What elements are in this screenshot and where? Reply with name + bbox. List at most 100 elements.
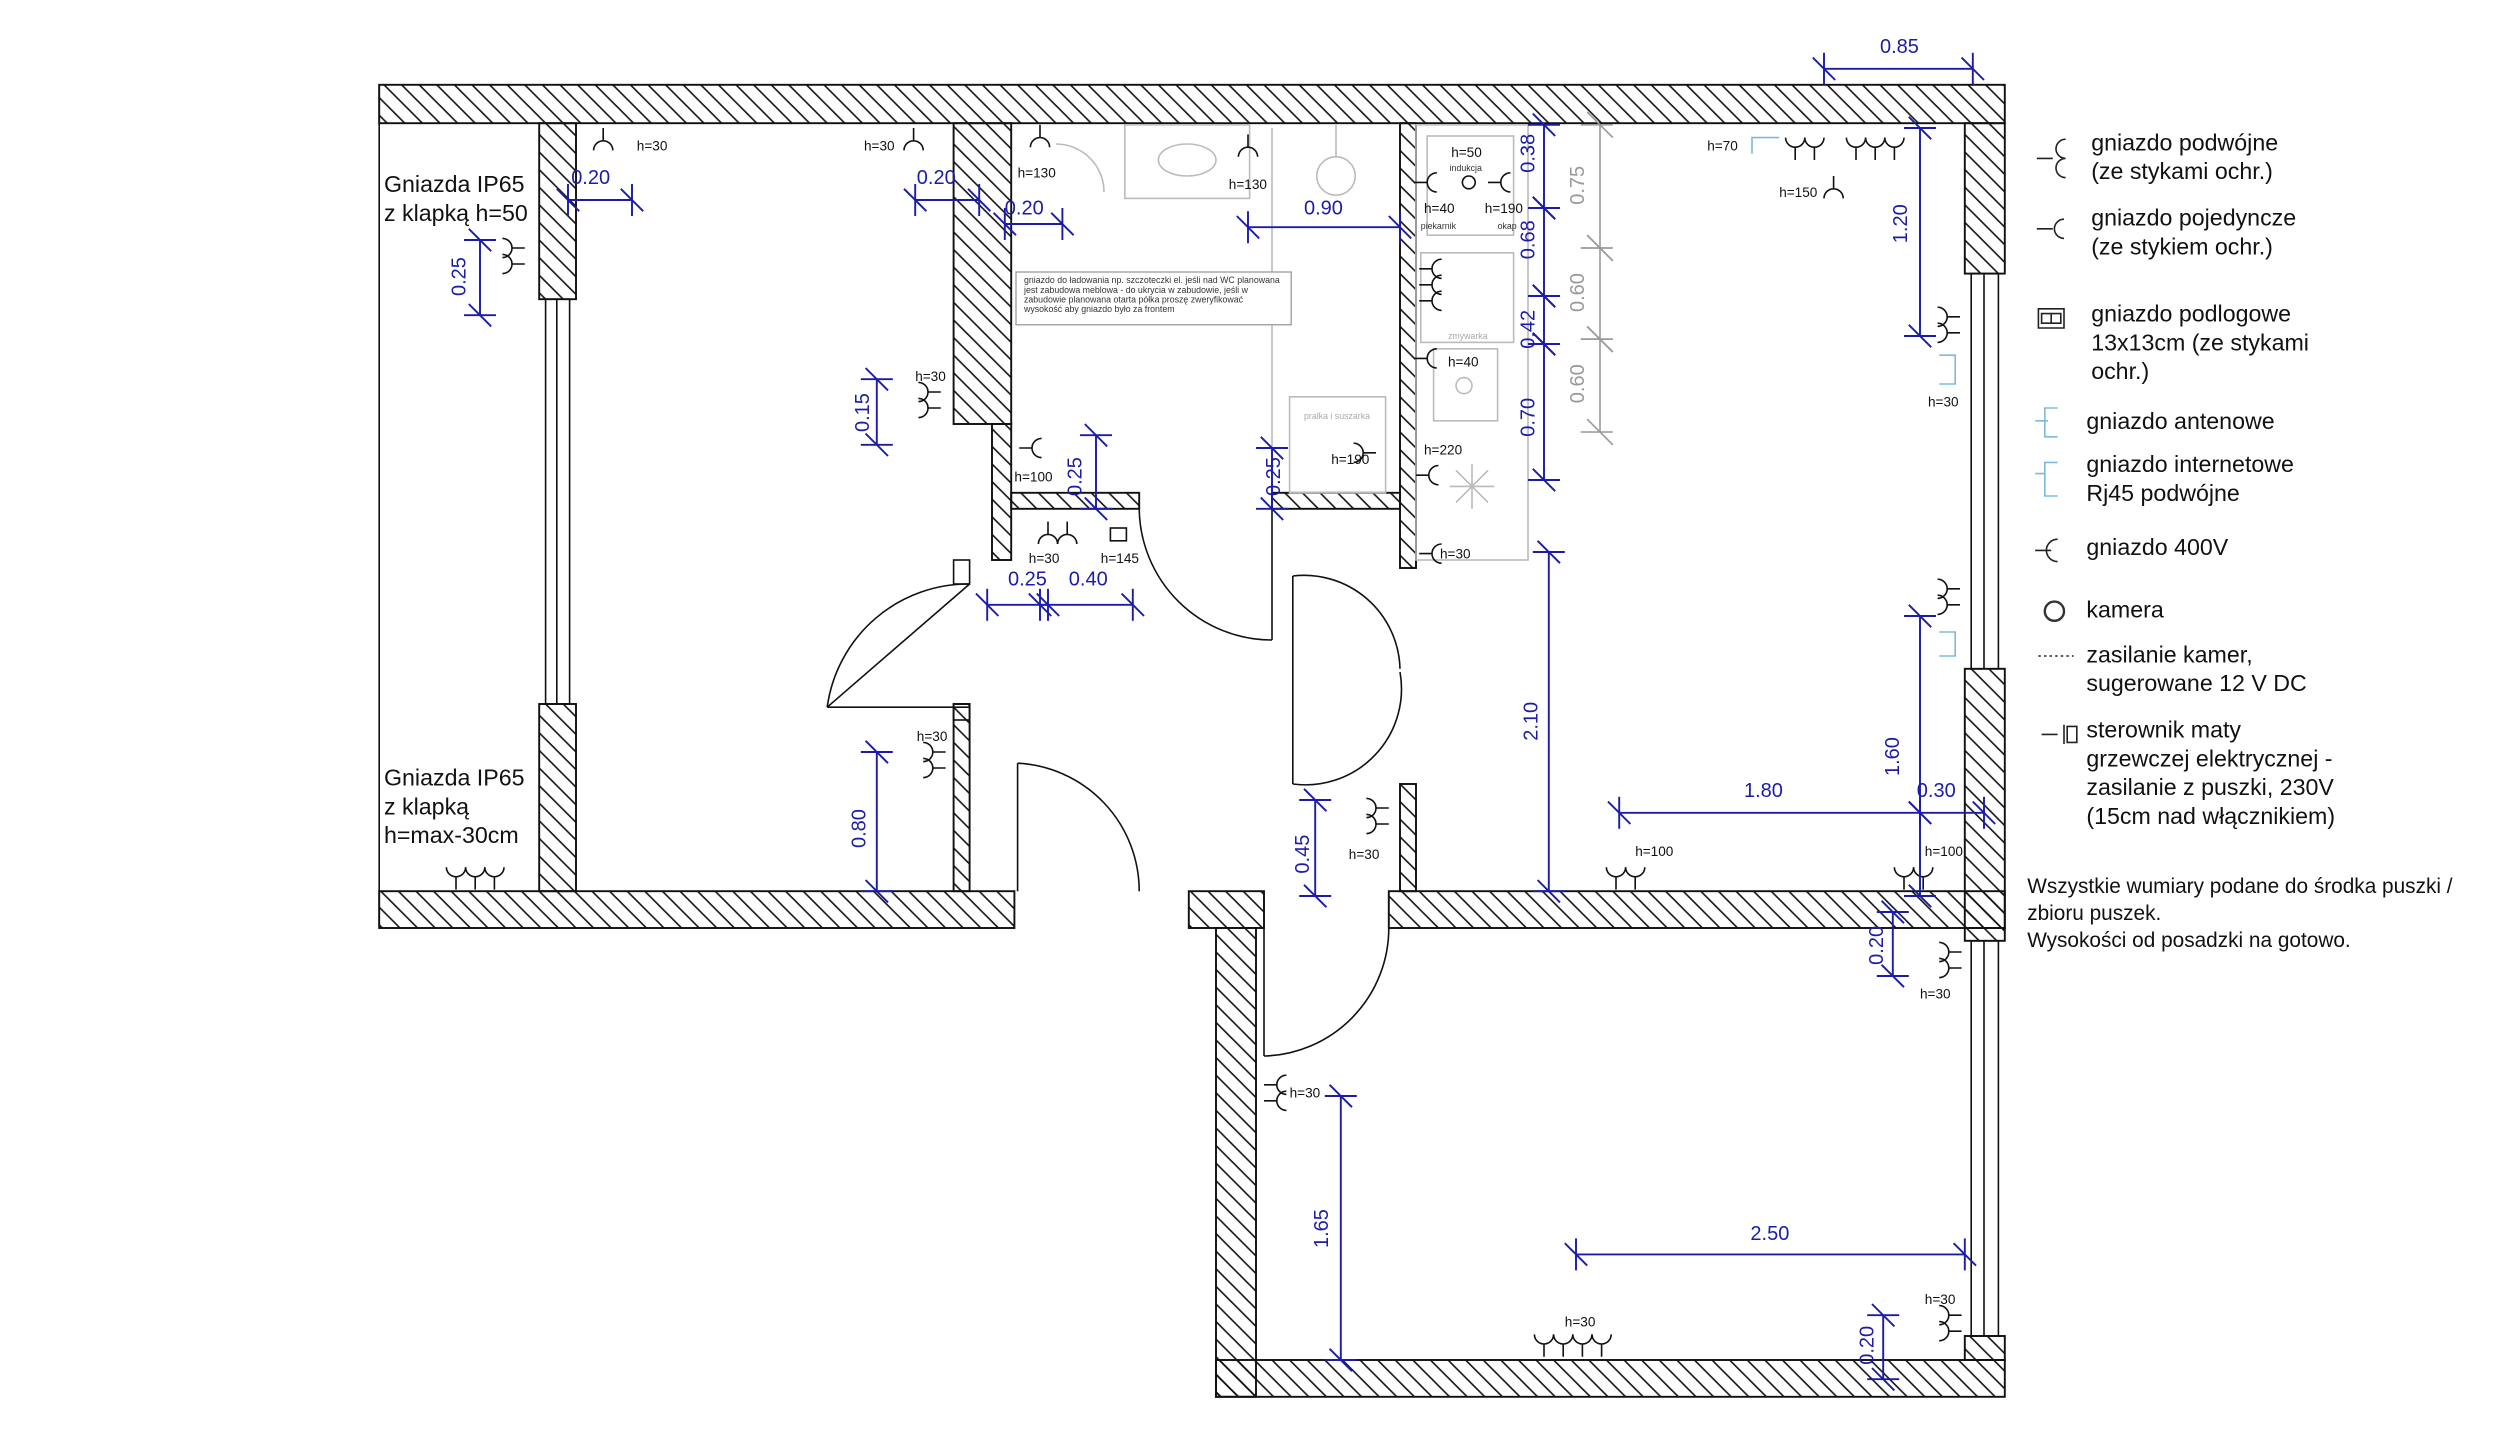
dimension: 0.45 <box>1292 788 1332 908</box>
socket-400v-icon <box>2035 538 2058 563</box>
single-socket-icon <box>1419 543 1442 564</box>
dimension-label: 0.70 <box>1517 398 1539 437</box>
dimension: 2.50 <box>1564 1223 1977 1271</box>
dimension: 0.80 <box>849 740 893 904</box>
double-socket-icon <box>918 381 941 419</box>
double-socket-icon <box>1533 1334 1612 1357</box>
height-label: h=30 <box>637 138 668 153</box>
note-text: jest zabudowa meblowa - do ukrycia w zab… <box>1023 285 1249 295</box>
dimension: 0.15 <box>852 367 893 457</box>
dimension: 0.20 <box>556 167 644 216</box>
network-socket-icon <box>1751 136 1956 657</box>
double-socket-icon <box>1937 578 1960 616</box>
ip65-label: h=max-30cm <box>384 822 519 848</box>
height-label: h=30 <box>1440 546 1471 561</box>
antenna-socket-icon <box>2035 407 2058 438</box>
legend-item-camera: kamera <box>2043 597 2164 623</box>
height-label: h=30 <box>864 138 895 153</box>
dimension: 0.70 <box>1517 332 1560 492</box>
legend-label: grzewczej elektrycznej - <box>2086 745 2332 771</box>
dimension: 1.80 <box>1607 780 1932 829</box>
dimension-label: 0.20 <box>1866 926 1888 965</box>
legend-label: gniazdo internetowe <box>2086 451 2294 477</box>
floor-socket-icon <box>2037 308 2065 329</box>
single-socket-icon <box>1488 172 1511 193</box>
height-label: h=130 <box>1229 177 1268 192</box>
socket-400v-icon <box>1461 175 1477 190</box>
legend: gniazdo podwójne(ze stykami ochr.)gniazd… <box>2027 129 2453 952</box>
single-socket-icon <box>1237 134 1259 157</box>
height-label: h=50 <box>1451 145 1482 160</box>
heating-mat-controller-icon <box>2041 724 2078 744</box>
dimension-label: 0.40 <box>1069 569 1108 591</box>
height-label: h=30 <box>1029 551 1060 566</box>
legend-label: Rj45 podwójne <box>2086 480 2239 506</box>
legend-label: 13x13cm (ze stykami <box>2091 329 2309 355</box>
dimension-label: 1.80 <box>1744 780 1783 802</box>
double-socket-icon <box>1845 137 1905 160</box>
dimension: 1.60 <box>1882 604 1936 908</box>
ip65-label: z klapką <box>384 793 469 819</box>
double-socket-icon <box>1939 1304 1962 1342</box>
double-socket-icon <box>923 741 946 779</box>
legend-label: gniazdo pojedyncze <box>2091 205 2296 231</box>
legend-label: gniazdo podwójne <box>2091 129 2278 155</box>
dimension-label: 0.68 <box>1517 220 1539 259</box>
dimension: 1.20 <box>1890 116 1936 348</box>
double-socket-icon <box>1605 867 1646 890</box>
height-label: h=100 <box>1925 844 1964 859</box>
dimension-label: 0.25 <box>449 257 471 296</box>
height-label: h=30 <box>917 729 948 744</box>
double-socket-icon <box>1937 306 1960 344</box>
windows <box>544 272 2000 1337</box>
single-socket-icon <box>1414 172 1437 193</box>
dimension: 0.90 <box>1236 197 1412 244</box>
dimension-label: 0.80 <box>849 809 871 848</box>
hood-label: okap <box>1498 221 1517 231</box>
legend-label: kamera <box>2086 597 2163 623</box>
note-box <box>1015 271 1292 326</box>
grey-dimension: 0.60 <box>1567 234 1614 353</box>
dimension-label: 0.38 <box>1517 134 1539 173</box>
double-socket-icon <box>2036 138 2066 179</box>
oven-label: piekarnik <box>1421 221 1457 231</box>
legend-item-double-socket: gniazdo podwójne(ze stykami ochr.) <box>2036 129 2278 184</box>
ip65-label: Gniazda IP65 <box>384 765 525 791</box>
height-label: h=190 <box>1485 201 1524 216</box>
legend-item-socket-400v: gniazdo 400V <box>2035 534 2229 563</box>
legend-label: gniazdo 400V <box>2086 534 2228 560</box>
legend-label: (15cm nad włącznikiem) <box>2086 803 2335 829</box>
dimension: 0.20 <box>1857 1303 1900 1392</box>
height-label: h=30 <box>1290 1086 1321 1101</box>
legend-label: zasilanie kamer, <box>2086 641 2252 667</box>
double-socket-icon <box>1939 941 1962 979</box>
dimension: 0.38 <box>1517 112 1560 220</box>
sockets <box>445 124 1962 1357</box>
double-socket-icon <box>1419 258 1442 312</box>
note-text: wysokość aby gniazdo było za frontem <box>1023 304 1175 314</box>
height-label: h=70 <box>1707 138 1738 153</box>
dimension: 2.10 <box>1521 540 1565 904</box>
washer-label: pralka i suszarka <box>1304 411 1370 421</box>
double-socket-icon <box>1264 1074 1287 1112</box>
dimension-label: 1.65 <box>1311 1209 1333 1248</box>
legend-label: ochr.) <box>2091 358 2149 384</box>
single-socket-icon <box>2036 218 2065 240</box>
dimension: 0.20 <box>992 197 1075 240</box>
dimension: 0.20 <box>903 167 992 216</box>
double-socket-icon <box>1037 521 1078 545</box>
dimension-label: 0.30 <box>1917 780 1956 802</box>
legend-label: sugerowane 12 V DC <box>2086 670 2306 696</box>
height-label: h=30 <box>1349 847 1380 862</box>
legend-note: Wszystkie wumiary podane do środka puszk… <box>2027 875 2453 898</box>
ip65-label: z klapką h=50 <box>384 200 528 226</box>
single-socket-icon <box>1029 124 1051 148</box>
dimension-label: 1.60 <box>1882 737 1904 776</box>
height-label: h=30 <box>1920 986 1951 1001</box>
legend-label: sterownik maty <box>2086 717 2241 743</box>
height-label: h=130 <box>1018 166 1057 181</box>
dimension: 1.65 <box>1311 1084 1357 1372</box>
